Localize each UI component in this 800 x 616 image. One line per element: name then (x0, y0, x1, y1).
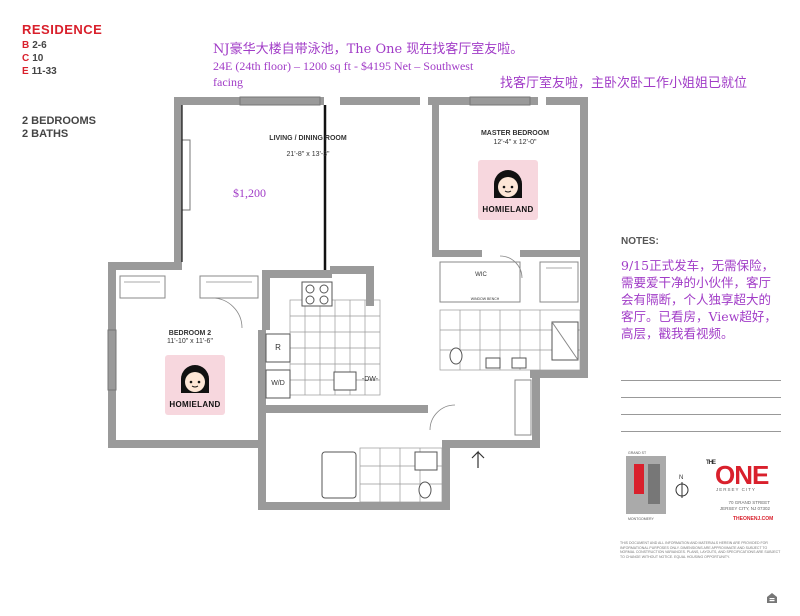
residence-title: RESIDENCE (22, 22, 103, 37)
bedroom-count: 2 BEDROOMS (22, 115, 96, 127)
note-line (621, 431, 781, 432)
bedroom2-label: BEDROOM 2 (168, 330, 212, 337)
homieland-wordmark: HOMIELAND (169, 400, 221, 409)
window-bench-label: WINDOW BENCH (470, 297, 500, 301)
brand-address: 70 GRAND STREET JERSEY CITY, NJ 07302 (719, 500, 770, 511)
wic-label: WIC (475, 272, 487, 278)
brand-website: THEONENJ.COM (733, 516, 774, 522)
street-label-top: GRAND ST (628, 451, 647, 455)
unit-highlight (634, 464, 644, 494)
note-line (621, 380, 781, 381)
bedroom2-dims: 11'-10" x 11'-6" (167, 338, 213, 345)
listing-details: 24E (24th floor) – 1200 sq ft - $4195 Ne… (213, 59, 474, 89)
disclaimer: THIS DOCUMENT AND ALL INFORMATION AND MA… (620, 541, 781, 559)
washer-dryer (265, 369, 291, 399)
master-toilet (449, 347, 463, 365)
roommate-note: 找客厅室友啦，主卧次卧工作小姐姐已就位 (500, 76, 748, 91)
building-core (648, 464, 660, 504)
note-line (621, 414, 781, 415)
shower-diagonal (551, 321, 579, 361)
master-bedroom-label: MASTER BEDROOM (480, 130, 550, 137)
north-label: N (679, 475, 683, 481)
closets (119, 261, 579, 436)
living-room-label: LIVING / DINING ROOM (269, 135, 347, 142)
listing-headline: NJ豪华大楼自带泳池，The One 现在找客厅室友啦。 (213, 42, 524, 57)
the-one-logo: THEONE (706, 460, 769, 490)
floor-plan (107, 96, 588, 510)
walls (108, 97, 588, 510)
hall-sink (414, 451, 438, 471)
bathtub (321, 451, 357, 499)
door-swings (211, 255, 523, 431)
living-room-dims: 21'-8" x 13'-3" (286, 151, 330, 158)
entry-arrow-icon (471, 450, 485, 468)
equal-housing-icon (767, 593, 777, 603)
brand-subtitle: JERSEY CITY (716, 487, 756, 492)
stove (301, 281, 333, 307)
master-bedroom-dims: 12'-4" x 12'-0" (493, 139, 537, 146)
master-sink-2 (511, 357, 527, 369)
girl-face-icon (494, 170, 522, 198)
dishwasher-label: -DW- (361, 376, 379, 383)
wd-label: W/D (271, 380, 285, 387)
homieland-logo-bedroom2: HOMIELAND (165, 355, 225, 415)
notes-text: 9/15正式发车，无需保险，需要爱干净的小伙伴，客厅会有隔断，个人独享超大的客厅… (621, 258, 777, 341)
kitchen-sink (333, 371, 357, 391)
refrigerator (265, 333, 291, 363)
street-label-bottom: MONTGOMERY (628, 517, 654, 521)
fridge-label: R (275, 343, 281, 352)
girl-face-icon (181, 365, 209, 393)
homieland-logo-master: HOMIELAND (478, 160, 538, 220)
closet-hatching (124, 267, 572, 283)
notes-title: NOTES: (621, 236, 659, 247)
bath-count: 2 BATHS (22, 128, 69, 140)
homieland-wordmark: HOMIELAND (482, 205, 534, 214)
key-map: N GRAND ST MONTGOMERY (626, 451, 689, 521)
hall-toilet (418, 481, 432, 499)
master-sink-1 (485, 357, 501, 369)
note-line (621, 397, 781, 398)
price-overlay: $1,200 (233, 186, 266, 200)
